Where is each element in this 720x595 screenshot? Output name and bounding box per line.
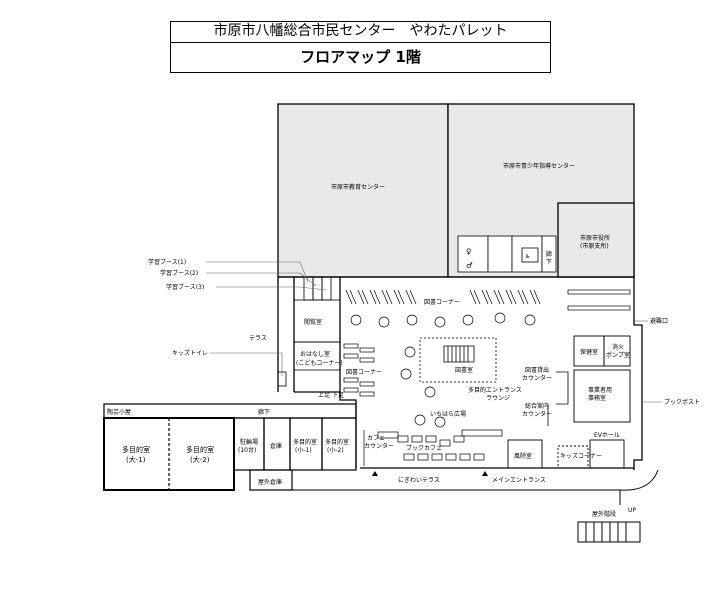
reading-room-label: 閲覧室 (304, 318, 322, 326)
education-center-label: 市原市教育センター (331, 183, 385, 191)
plaza-label: いちはら広場 (430, 410, 466, 418)
right-rooms (507, 335, 631, 469)
city-office-label-1: 市原市役所 (580, 234, 610, 242)
pump-room-label-1: 消火 (612, 343, 624, 351)
cafe-counter-label-2: カウンター (364, 442, 394, 450)
multi-small1-label-1: 多目的室 (293, 438, 317, 446)
upper-core (457, 235, 557, 273)
lending-label-1: 図書貸出 (525, 366, 549, 374)
city-office-area (557, 202, 635, 278)
map-title: 市原市八幡総合市民センター やわたパレット (170, 21, 551, 43)
kids-corner-label: キッズコーナー (560, 452, 602, 460)
library-room-label: 図書室 (455, 366, 473, 374)
entrance-arrow-icon (372, 471, 378, 476)
multi-large2-label-2: (大-2) (190, 455, 210, 464)
pump-room-label-2: ポンプ室 (606, 351, 630, 359)
outdoor-stairs-label: 屋外階段 (592, 510, 616, 518)
office-label-2: 事務室 (588, 394, 606, 402)
ev-hall-label: EVホール (594, 432, 620, 439)
lounge-label-2: ラウンジ (486, 394, 510, 402)
counters (547, 371, 569, 426)
upper-block (277, 103, 635, 278)
reading-rooms (277, 276, 341, 387)
city-office-label-2: (市原支所) (580, 242, 609, 250)
accessible-toilet-icon: ♿ (525, 253, 530, 260)
library-room (419, 337, 497, 383)
up-sign-label: UP (628, 507, 636, 514)
cafe-counter-label-1: カフェ (367, 435, 385, 442)
callout-lines (206, 261, 662, 403)
terrace-path (292, 469, 659, 543)
upper-corridor-label-2: 下 (546, 259, 552, 266)
multi-small2-label-2: (小-2) (327, 446, 344, 454)
book-cafe-tables (363, 429, 503, 466)
upper-corridor-label-1: 廊 (546, 250, 552, 258)
wind-room-label: 風除室 (514, 452, 532, 460)
terrace-label: テラス (249, 335, 267, 342)
library-shelves (345, 289, 631, 311)
outdoor-storage-label: 屋外倉庫 (258, 478, 282, 486)
health-room-label: 保健室 (580, 348, 598, 356)
booth1-callout: 学習ブース(1) (148, 258, 186, 266)
multi-small2-label-1: 多目的室 (325, 438, 349, 446)
library-corner-mid-label: 図書コーナー (346, 368, 382, 376)
multi-large1-label-2: (大-1) (126, 455, 146, 464)
education-center-area (277, 103, 449, 278)
booth3-callout: 学習ブース(3) (166, 283, 204, 291)
lending-label-2: カウンター (522, 374, 552, 382)
lower-shoes-label: 下足 (332, 392, 344, 399)
upper-shoes-label: 上足 (318, 391, 330, 399)
office-label-1: 事業者用 (588, 386, 612, 394)
nigiwai-terrace-label: にぎわいテラス (398, 476, 440, 484)
bike-parking-label-2: (10台) (238, 446, 256, 454)
entrance-arrow-icon-2 (482, 471, 488, 476)
map-subtitle: フロアマップ 1階 (170, 42, 551, 73)
kids-toilet-callout: キッズトイレ (172, 349, 208, 357)
lounge-label-1: 多目的エントランス (468, 386, 522, 394)
multi-small1-label-2: (小-1) (295, 446, 312, 454)
youth-center-label: 市原市青少年指導センター (503, 162, 575, 170)
library-corner-top-label: 図書コーナー (424, 298, 460, 306)
story-room-label-2: (こどもコーナー) (296, 359, 343, 367)
multi-large1-label-1: 多目的室 (122, 445, 150, 454)
info-label-1: 総合案内 (525, 402, 549, 410)
bike-parking-label-1: 駐輪場 (240, 438, 258, 446)
book-post-callout: ブックポスト (664, 398, 700, 406)
toilet-icon-2: ♂ (466, 261, 473, 270)
storage-label: 倉庫 (270, 442, 282, 450)
corridor-label: 廊下 (258, 408, 270, 416)
multi-large2-label-1: 多目的室 (186, 445, 214, 454)
booth2-callout: 学習ブース(2) (160, 269, 198, 277)
book-cafe-label: ブックカフェ (406, 444, 442, 452)
lower-wing (103, 403, 357, 491)
main-entrance-label: メインエントランス (492, 477, 546, 484)
middle-shelves (343, 343, 375, 397)
info-label-2: カウンター (522, 410, 552, 418)
story-room-label-1: おはなし室 (300, 350, 330, 358)
evac-exit-callout: 避難口 (650, 317, 668, 325)
toilet-icon: ♀ (466, 247, 472, 256)
reading-tables (350, 312, 536, 428)
pottery-hut-label: 陶芸小屋 (107, 408, 131, 416)
